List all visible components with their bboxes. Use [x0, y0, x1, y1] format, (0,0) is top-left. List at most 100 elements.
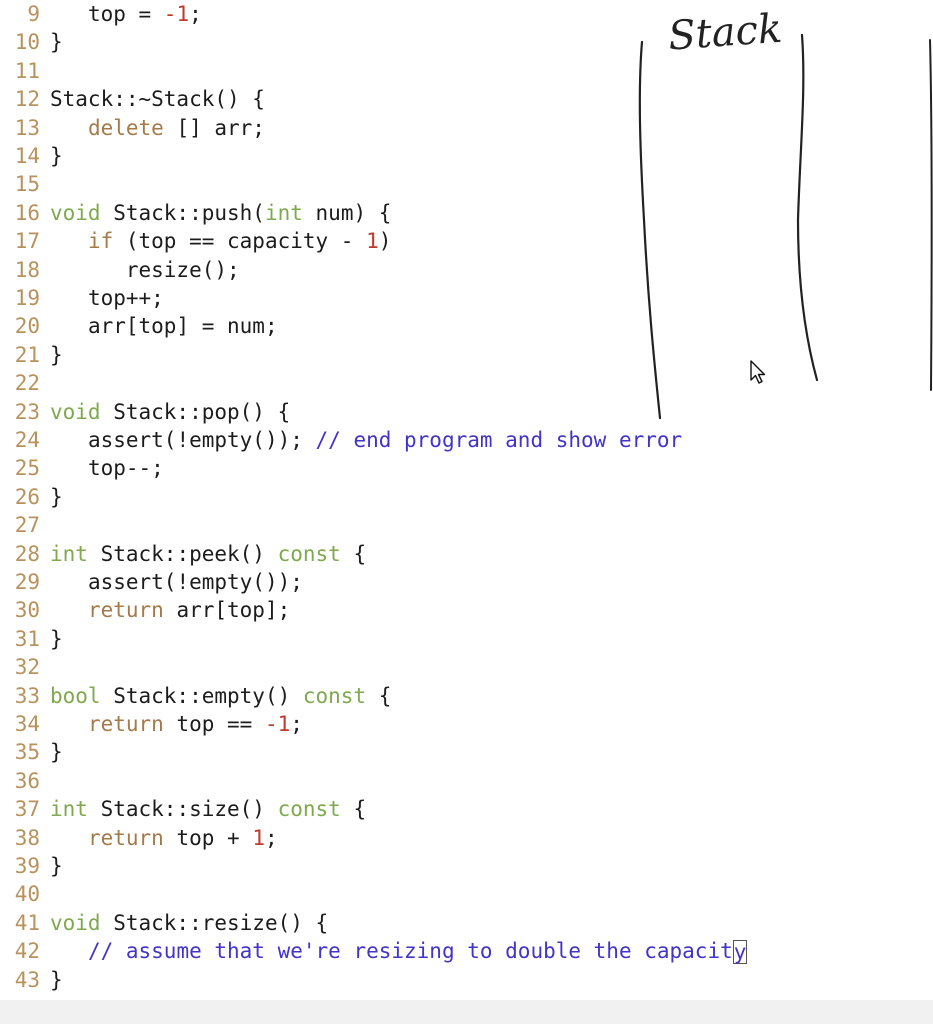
code-line[interactable]: 23 void Stack::pop() { — [0, 398, 291, 426]
text-cursor: y — [732, 940, 748, 965]
code-line[interactable]: 17 if (top == capacity - 1) — [0, 227, 392, 255]
code-text: resize(); — [50, 258, 240, 282]
code-line[interactable]: 24 assert(!empty()); // end program and … — [0, 426, 682, 454]
line-number: 25 — [14, 456, 40, 481]
indent — [50, 712, 88, 736]
indent — [50, 456, 88, 480]
code-token: Stack::pop() { — [100, 399, 291, 424]
code-line[interactable]: 38 return top + 1; — [0, 824, 278, 852]
code-line[interactable]: 33 bool Stack::empty() const { — [0, 682, 392, 710]
line-number: 33 — [14, 683, 40, 708]
code-text: // assume that we're resizing to double … — [50, 939, 748, 965]
line-number: 15 — [14, 172, 40, 197]
code-line[interactable]: 13 delete [] arr; — [0, 114, 265, 142]
line-number: 30 — [14, 598, 40, 623]
line-number: 32 — [14, 655, 40, 680]
code-line[interactable]: 22 — [0, 369, 50, 397]
line-number: 9 — [27, 2, 40, 26]
code-text: return arr[top]; — [50, 598, 290, 622]
code-keyword: return — [87, 598, 164, 623]
code-line[interactable]: 31} — [0, 625, 63, 653]
line-number: 24 — [14, 428, 40, 452]
code-line[interactable]: 20 arr[top] = num; — [0, 312, 278, 340]
code-text: bool Stack::empty() const { — [50, 684, 391, 708]
code-line[interactable]: 29 assert(!empty()); — [0, 568, 303, 596]
code-line[interactable]: 27 — [0, 511, 50, 539]
line-number: 40 — [14, 882, 40, 907]
line-number: 10 — [14, 30, 40, 55]
code-line[interactable]: 11 — [0, 57, 50, 85]
code-text: int Stack::peek() const { — [50, 542, 366, 566]
code-line[interactable]: 40 — [0, 880, 50, 908]
code-token: arr[top]; — [163, 598, 291, 623]
line-number: 28 — [14, 541, 40, 566]
code-token: assert(!empty()); — [87, 428, 316, 452]
code-line[interactable]: 42 // assume that we're resizing to doub… — [0, 937, 748, 965]
code-line[interactable]: 18 resize(); — [0, 256, 240, 284]
code-keyword: return — [87, 825, 164, 850]
code-token: Stack::~Stack() { — [50, 87, 265, 112]
line-number: 36 — [14, 768, 40, 793]
code-line[interactable]: 32 — [0, 653, 50, 681]
code-text: return top + 1; — [50, 826, 278, 850]
line-number: 31 — [14, 626, 40, 651]
code-text: void Stack::pop() { — [50, 400, 290, 424]
indent — [50, 116, 88, 140]
code-line[interactable]: 39} — [0, 852, 63, 880]
code-token: num) { — [302, 200, 392, 225]
code-keyword: const — [277, 541, 341, 566]
code-line[interactable]: 15 — [0, 170, 50, 198]
line-number: 41 — [14, 910, 40, 935]
code-line[interactable]: 19 top++; — [0, 284, 164, 312]
indent — [50, 570, 88, 594]
code-keyword: const — [277, 797, 341, 822]
code-text: assert(!empty()); // end program and sho… — [50, 428, 682, 452]
code-line[interactable]: 26} — [0, 483, 63, 511]
indent — [50, 939, 88, 963]
code-text: assert(!empty()); — [50, 570, 303, 594]
line-number: 34 — [14, 712, 40, 736]
code-number: 1 — [366, 229, 379, 254]
code-line[interactable]: 10} — [0, 28, 63, 56]
code-line[interactable]: 30 return arr[top]; — [0, 596, 291, 624]
code-token: { — [366, 683, 392, 708]
code-keyword: void — [50, 200, 101, 225]
code-line[interactable]: 28 int Stack::peek() const { — [0, 540, 366, 568]
code-text: } — [50, 144, 63, 168]
code-token: top++; — [87, 286, 164, 310]
code-line[interactable]: 9 top = -1; — [0, 0, 202, 28]
code-line[interactable]: 25 top--; — [0, 454, 164, 482]
code-keyword: void — [50, 910, 101, 935]
line-number: 23 — [14, 399, 40, 424]
code-text: arr[top] = num; — [50, 314, 278, 338]
code-line[interactable]: 14} — [0, 142, 63, 170]
code-line[interactable]: 34 return top == -1; — [0, 710, 303, 738]
line-number: 37 — [14, 797, 40, 822]
code-line[interactable]: 35} — [0, 738, 63, 766]
code-token: arr[top] = num; — [87, 314, 278, 339]
code-text: } — [50, 968, 63, 992]
code-token: ; — [189, 2, 202, 26]
code-number: -1 — [163, 2, 190, 26]
code-keyword: if — [87, 229, 114, 254]
code-line[interactable]: 36 — [0, 767, 50, 795]
indent — [50, 286, 88, 310]
code-token: Stack::push( — [100, 200, 265, 225]
code-text: top--; — [50, 456, 164, 480]
code-line[interactable]: 21} — [0, 341, 63, 369]
indent — [50, 428, 88, 452]
code-text: top = -1; — [50, 2, 202, 26]
line-number: 35 — [14, 740, 40, 765]
code-line[interactable]: 43} — [0, 966, 63, 994]
code-token: } — [50, 342, 63, 367]
code-token: } — [50, 626, 63, 651]
indent — [50, 229, 88, 253]
code-text: } — [50, 627, 63, 651]
code-text: void Stack::push(int num) { — [50, 201, 391, 225]
code-token: { — [340, 797, 367, 822]
